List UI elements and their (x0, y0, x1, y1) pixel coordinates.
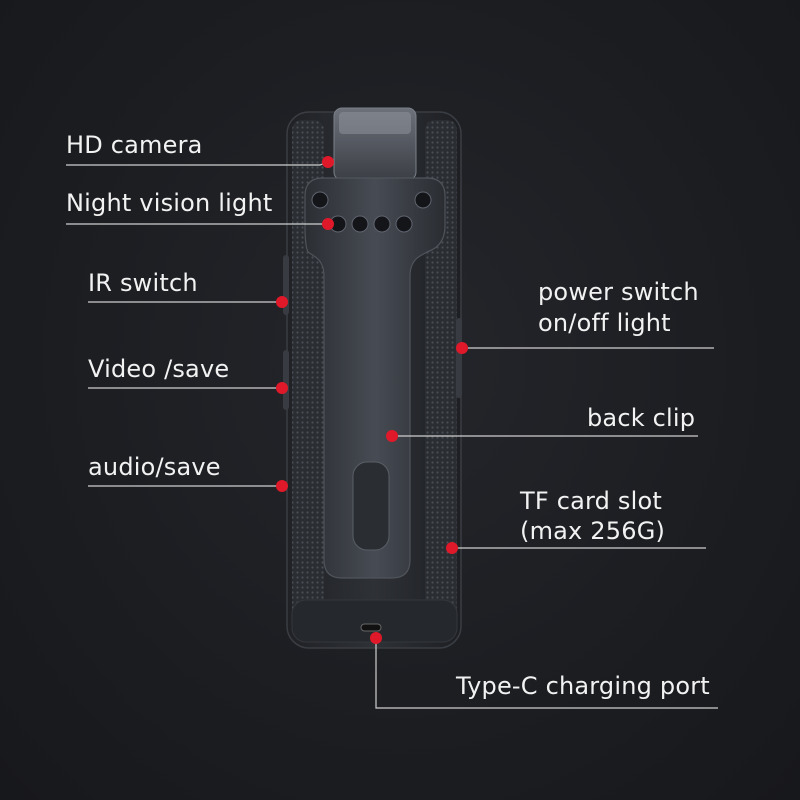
clip-slot (352, 461, 390, 551)
label-tf-card-line2: (max 256G) (520, 517, 666, 545)
leader-type-c (375, 636, 718, 709)
marker-dot-icon (446, 542, 458, 554)
marker-dot-icon (322, 156, 334, 168)
camera-device (283, 107, 462, 649)
ir-led-icon (351, 215, 369, 233)
label-video-save: Video /save (88, 355, 230, 383)
marker-dot-icon (370, 632, 382, 644)
label-ir-switch: IR switch (88, 269, 198, 297)
marker-dot-icon (456, 342, 468, 354)
label-power-switch-line2: on/off light (538, 309, 671, 337)
leader-lines (66, 161, 718, 709)
usb-c-port (360, 623, 382, 632)
label-hd-camera: HD camera (66, 131, 203, 159)
camera-head-hinge (339, 112, 411, 134)
back-clip (304, 177, 446, 579)
label-type-c: Type-C charging port (456, 672, 710, 700)
ir-led-icon (373, 215, 391, 233)
led-indicator-icon (311, 191, 329, 209)
marker-dot-icon (386, 430, 398, 442)
label-power-switch-line1: power switch (538, 278, 699, 306)
marker-dot-icon (276, 296, 288, 308)
callout-markers (276, 156, 468, 644)
marker-dot-icon (276, 480, 288, 492)
side-button-right (456, 318, 462, 398)
marker-dot-icon (276, 382, 288, 394)
label-night-vision: Night vision light (66, 189, 273, 217)
led-indicator-icon (414, 191, 432, 209)
side-button-left-2 (283, 350, 289, 410)
label-back-clip: back clip (587, 404, 696, 432)
label-audio-save: audio/save (88, 453, 221, 481)
marker-dot-icon (322, 218, 334, 230)
night-vision-leds (311, 191, 432, 233)
label-tf-card-line1: TF card slot (520, 487, 662, 515)
ir-led-icon (395, 215, 413, 233)
